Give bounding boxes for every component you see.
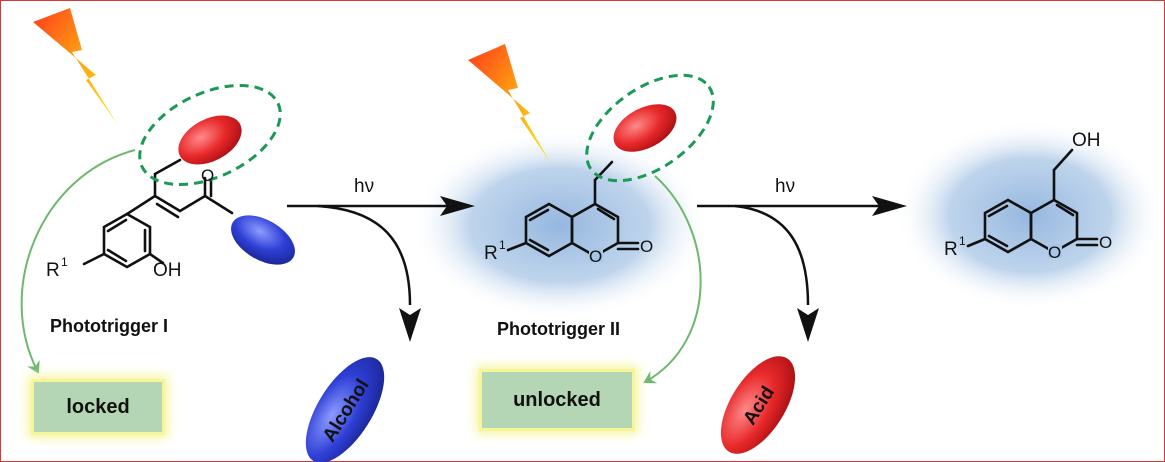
hv-label: hν	[354, 176, 374, 197]
unlock-arrow	[643, 175, 702, 384]
atom-r1: R	[46, 260, 60, 281]
release-arrow-acid	[734, 204, 810, 306]
locked-state-box: locked	[34, 382, 162, 432]
phototrigger-1-label: Phototrigger I	[50, 316, 168, 336]
arrowhead-icon	[399, 308, 421, 342]
atom-carbonyl-o: O	[1099, 233, 1112, 252]
molecule-product	[966, 148, 1099, 254]
lock-arrow	[20, 149, 136, 374]
hv-label: hν	[775, 176, 795, 197]
release-arrow-alcohol	[317, 204, 412, 306]
atom-r1: R	[944, 239, 958, 260]
dashed-highlight-ellipse	[585, 73, 715, 183]
unlocked-state-box: unlocked	[482, 372, 632, 428]
arrowhead-icon	[872, 196, 907, 216]
atom-o: O	[201, 166, 214, 185]
red-acid-group	[613, 104, 677, 152]
blue-halo-phototrigger-2	[410, 130, 710, 320]
arrowhead-icon	[797, 308, 819, 342]
atom-r1-superscript: 1	[499, 238, 506, 252]
acid-group: Acid	[720, 356, 796, 454]
atom-ring-o: O	[589, 247, 602, 266]
dashed-highlight-ellipse	[138, 83, 282, 187]
arrowhead-icon	[440, 196, 475, 216]
blue-alcohol-group	[231, 215, 295, 265]
molecule-phototrigger-1	[82, 158, 234, 269]
lightning-bolt-icon	[33, 8, 118, 125]
atom-oh: OH	[1072, 130, 1101, 151]
atom-carbonyl-o: O	[640, 237, 653, 256]
atom-oh: OH	[153, 260, 182, 281]
atom-r1: R	[484, 243, 498, 264]
atom-ring-o: O	[1048, 243, 1061, 262]
phototrigger-2-label: Phototrigger II	[497, 319, 620, 339]
red-leaving-group	[178, 115, 242, 165]
atom-r1-superscript: 1	[61, 255, 68, 269]
lightning-bolt-icon	[468, 44, 552, 165]
alcohol-group: Alcohol	[305, 357, 385, 462]
atom-r1-superscript: 1	[959, 234, 966, 248]
